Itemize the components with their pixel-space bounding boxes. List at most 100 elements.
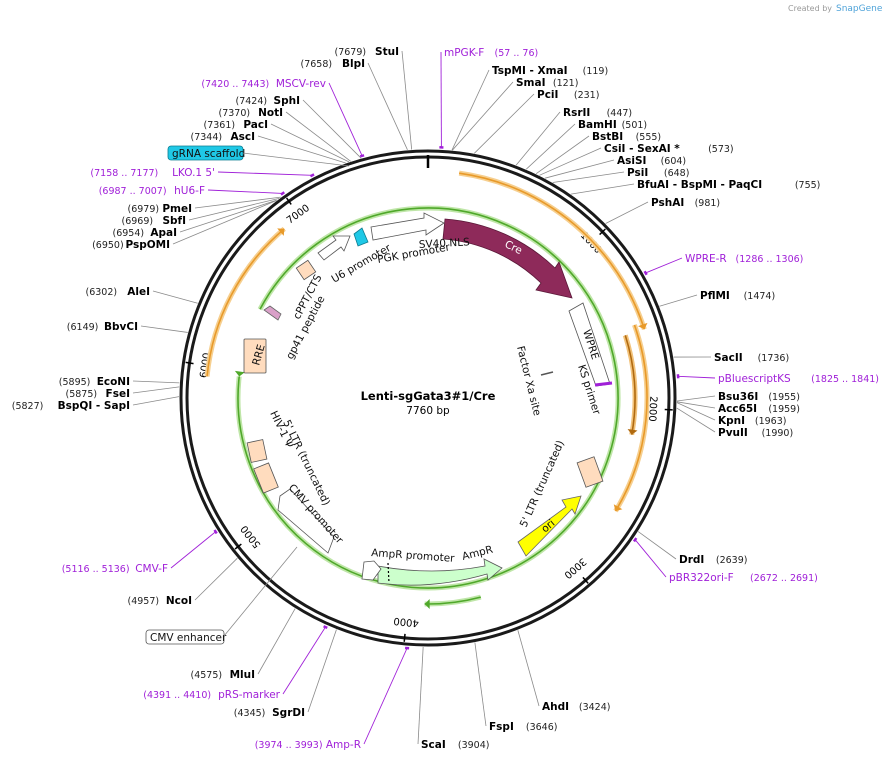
primer-leader <box>217 171 313 176</box>
primer-site[interactable]: mPGK-F(57 .. 76) <box>444 47 538 59</box>
enzyme-name: BamHI <box>578 119 617 131</box>
primer-site[interactable]: CMV-F(5116 .. 5136) <box>62 563 168 575</box>
enzyme-site[interactable]: TspMI - XmaI(119) <box>492 65 608 77</box>
enzyme-site[interactable]: CsiI - SexAI *(573) <box>604 143 734 155</box>
enzyme-leader <box>194 196 281 209</box>
feature-u6-promoter[interactable] <box>317 235 351 261</box>
orf-arrow <box>614 324 648 512</box>
enzyme-site[interactable]: BfuAI - BspMI - PaqCI(755) <box>637 179 820 191</box>
enzyme-site[interactable]: FspI(3646) <box>489 721 557 733</box>
primer-site[interactable]: pRS-marker(4391 .. 4410) <box>143 689 280 701</box>
enzyme-position: (1990) <box>762 428 794 439</box>
enzyme-site[interactable]: PspOMI(6950) <box>92 239 170 251</box>
enzyme-site[interactable]: AleI(6302) <box>86 286 150 298</box>
enzyme-site[interactable]: SphI(7424) <box>236 95 300 107</box>
feature-hiv1-psi[interactable] <box>253 462 279 494</box>
enzyme-name: NotI <box>258 107 283 119</box>
enzyme-site[interactable]: PmeI(6979) <box>128 203 192 215</box>
enzyme-site[interactable]: FseI(5875) <box>66 388 130 400</box>
enzyme-site[interactable]: EcoNI(5895) <box>59 376 130 388</box>
enzyme-site[interactable]: AscI(7344) <box>191 131 255 143</box>
feature-ampr[interactable] <box>377 558 503 586</box>
enzyme-site[interactable]: BlpI(7658) <box>301 58 365 70</box>
enzyme-name: TspMI - XmaI <box>492 65 568 77</box>
feature-u6-tag[interactable] <box>353 227 369 247</box>
enzyme-site[interactable]: PvuII(1990) <box>718 427 793 439</box>
primer-position: (7420 .. 7443) <box>201 79 269 90</box>
enzyme-site[interactable]: SacII(1736) <box>714 352 789 364</box>
enzyme-position: (4575) <box>191 670 223 681</box>
cmv-enhancer-text: CMV enhancer <box>150 632 227 644</box>
feature-rre[interactable] <box>243 338 267 374</box>
feature-ori[interactable] <box>517 495 582 557</box>
feature-5ltr-left[interactable] <box>246 439 268 463</box>
cmv-enhancer-label[interactable]: CMV enhancer <box>145 629 227 645</box>
feature-cre[interactable] <box>442 218 573 299</box>
enzyme-site[interactable]: SgrDI(4345) <box>234 707 305 719</box>
enzyme-site[interactable]: BbvCI(6149) <box>67 321 138 333</box>
primer-site[interactable]: pBluescriptKS(1825 .. 1841) <box>718 373 879 385</box>
enzyme-site[interactable]: Acc65I(1959) <box>718 403 800 415</box>
enzyme-site[interactable]: PciI(231) <box>537 89 599 101</box>
enzyme-site[interactable]: PshAI(981) <box>651 197 720 209</box>
feature-cmv-promoter[interactable] <box>277 488 335 554</box>
enzyme-name: FseI <box>106 388 130 400</box>
enzyme-site[interactable]: SmaI(121) <box>516 77 578 89</box>
feature-label-sv40-nls: SV40 NLS <box>419 236 471 251</box>
enzyme-name: ScaI <box>421 739 446 751</box>
primer-site[interactable]: LKO.1 5'(7158 .. 7177) <box>90 167 215 179</box>
primer-site[interactable]: Amp-R(3974 .. 3993) <box>255 739 361 751</box>
enzyme-site[interactable]: BspQI - SapI(5827) <box>12 400 130 412</box>
tick-label: 7000 <box>285 203 312 227</box>
enzyme-site[interactable]: PacI(7361) <box>204 119 268 131</box>
feature-cppt-cts[interactable] <box>295 259 317 281</box>
enzyme-position: (1955) <box>768 392 800 403</box>
feature-label-factor-xa: Factor Xa site <box>514 345 543 417</box>
primer-site[interactable]: MSCV-rev(7420 .. 7443) <box>201 78 326 90</box>
enzyme-labels: StuI(7679)BlpI(7658) SphI(7424)NotI(7370)… <box>12 46 821 751</box>
primer-site[interactable]: WPRE-R(1286 .. 1306) <box>685 253 803 265</box>
enzyme-position: (501) <box>622 120 648 131</box>
gRNA-scaffold-label[interactable]: gRNA scaffold <box>167 145 245 161</box>
feature-5ltr-right[interactable] <box>576 456 604 488</box>
enzyme-position: (6969) <box>122 216 154 227</box>
enzyme-site[interactable]: DrdI(2639) <box>679 554 747 566</box>
enzyme-site[interactable]: RsrII(447) <box>563 107 632 119</box>
enzyme-site[interactable]: KpnI(1963) <box>718 415 786 427</box>
enzyme-site[interactable]: ScaI(3904) <box>421 739 489 751</box>
primer-position: (6987 .. 7007) <box>99 186 167 197</box>
enzyme-site[interactable]: BstBI(555) <box>592 131 661 143</box>
feature-pgk-promoter[interactable] <box>370 212 445 241</box>
enzyme-leader <box>367 62 408 151</box>
enzyme-leader <box>452 81 514 151</box>
enzyme-site[interactable]: Bsu36I(1955) <box>718 391 800 403</box>
orf-arrowhead <box>234 370 245 377</box>
enzyme-site[interactable]: NcoI(4957) <box>128 595 192 607</box>
primer-position: (7158 .. 7177) <box>90 168 158 179</box>
enzyme-site[interactable]: NotI(7370) <box>219 107 283 119</box>
feature-gp41-peptide[interactable] <box>263 305 282 321</box>
enzyme-leader <box>474 642 487 727</box>
primer-site[interactable]: pBR322ori-F(2672 .. 2691) <box>669 572 818 584</box>
enzyme-position: (1736) <box>758 353 790 364</box>
enzyme-leader <box>676 402 716 421</box>
enzyme-name: PshAI <box>651 197 684 209</box>
enzyme-position: (5895) <box>59 377 91 388</box>
enzyme-site[interactable]: AsiSI(604) <box>617 155 686 167</box>
enzyme-site[interactable]: BamHI (501) <box>578 119 647 131</box>
primer-site[interactable]: hU6-F(6987 .. 7007) <box>99 185 205 197</box>
orf-arrow <box>237 207 619 589</box>
enzyme-site[interactable]: SbfI(6969) <box>122 215 186 227</box>
primer-leader <box>645 257 683 274</box>
enzyme-leader <box>132 386 180 394</box>
feature-ampr-promoter[interactable] <box>361 560 382 581</box>
enzyme-site[interactable]: MluI(4575) <box>191 669 255 681</box>
feature-factor-xa[interactable] <box>540 371 554 376</box>
tick-mark <box>185 361 194 365</box>
enzyme-site[interactable]: PflMI(1474) <box>700 290 775 302</box>
enzyme-name: BlpI <box>342 58 365 70</box>
enzyme-site[interactable]: ApaI(6954) <box>113 227 177 239</box>
enzyme-site[interactable]: AhdI(3424) <box>542 701 610 713</box>
enzyme-site[interactable]: PsiI(648) <box>627 167 689 179</box>
enzyme-site[interactable]: StuI(7679) <box>335 46 399 58</box>
